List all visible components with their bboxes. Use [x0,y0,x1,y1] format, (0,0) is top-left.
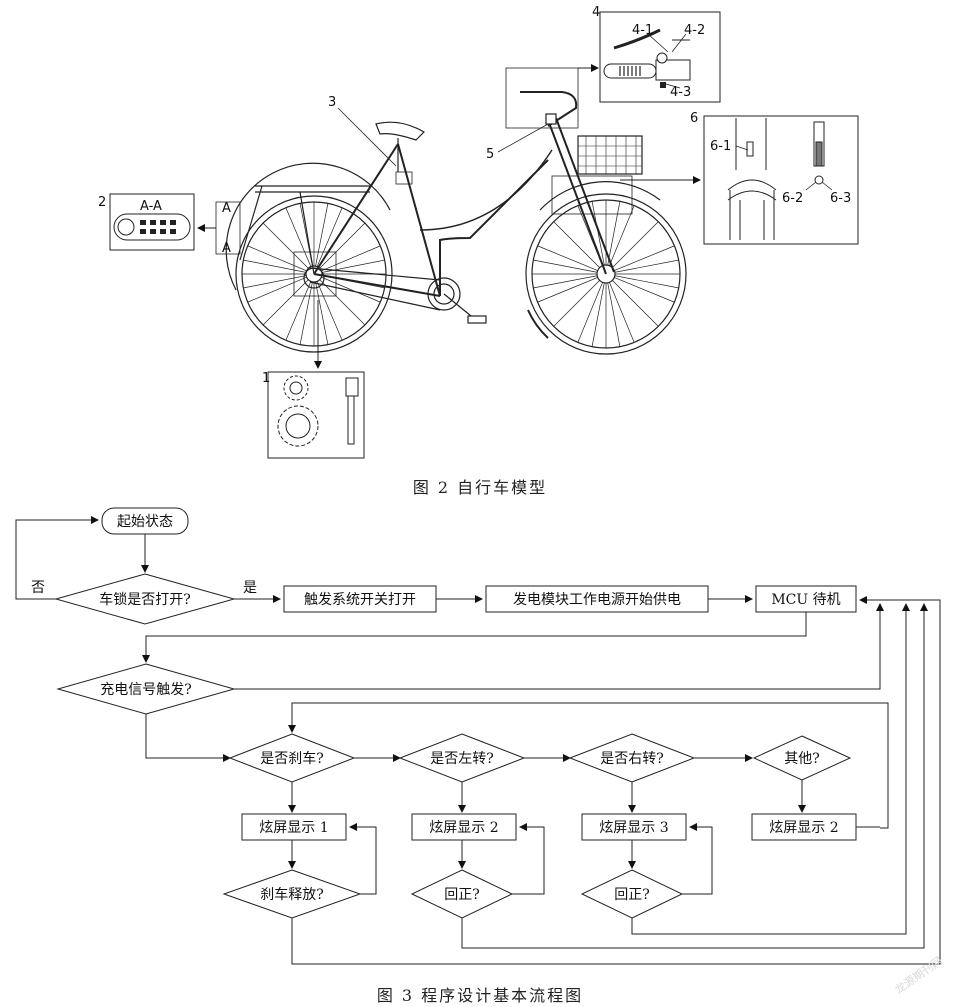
label-mcu: MCU 待机 [771,592,840,608]
label-display-1: 炫屏显示 1 [259,820,328,836]
figure-2-caption: 图 2 自行车模型 [412,478,548,497]
callout-5-label: 5 [486,147,494,162]
label-display-2b: 炫屏显示 2 [769,820,838,836]
callout-4-brake-lever [505,11,721,129]
label-center-right: 回正? [614,887,650,903]
basket [577,135,643,175]
label-charge-signal: 充电信号触发? [100,682,192,698]
flowchart-labels: 起始状态 车锁是否打开? 触发系统开关打开 发电模块工作电源开始供电 MCU 待… [31,514,841,903]
label-center-left: 回正? [444,887,480,903]
callout-6-3-label: 6-3 [830,191,851,206]
callout-2-lock [109,193,216,251]
rear-rack [239,185,370,275]
figure-3-caption: 图 3 程序设计基本流程图 [376,986,584,1005]
callout-6-label: 6 [690,111,698,126]
callout-3-label: 3 [328,95,336,110]
node-display-1 [241,813,347,841]
label-display-2a: 炫屏显示 2 [429,820,498,836]
label-display-3: 炫屏显示 3 [599,820,668,836]
label-brake-release: 刹车释放? [260,886,324,903]
label-power-supply: 发电模块工作电源开始供电 [513,592,681,608]
bicycle-model [215,91,687,355]
label-start: 起始状态 [117,514,173,530]
label-left: 是否左转? [430,751,494,767]
callout-6-2-label: 6-2 [782,191,803,206]
callout-1-gears [267,300,365,459]
callout-4-label: 4 [592,5,600,20]
handlebar [520,91,578,127]
callout-2-label: 2 [98,195,106,210]
saddle [375,121,425,141]
rear-fender [225,162,391,291]
label-brake: 是否刹车? [260,750,324,767]
callout-4-3-label: 4-3 [670,85,691,100]
section-a-bottom-label: A [222,241,231,256]
label-lock-open: 车锁是否打开? [99,591,191,608]
node-display-3 [581,813,687,841]
front-wheel [525,181,687,355]
callout-1-label: 1 [262,371,270,386]
label-other: 其他? [784,751,820,767]
frame [313,117,615,297]
callout-labels: 1 2 3 4 5 6 4-1 4-2 4-3 6-1 6-2 6-3 A-A … [98,5,851,386]
node-trigger-switch [283,585,437,613]
callout-6-fork [620,115,859,245]
chainring [427,277,461,311]
callout-6-1-label: 6-1 [710,139,731,154]
label-right: 是否右转? [600,751,664,767]
section-aa-label: A-A [140,199,162,214]
label-trigger-switch: 触发系统开关打开 [304,591,416,608]
label-yes: 是 [243,580,257,596]
flowchart [15,507,941,965]
section-a-top-label: A [222,201,231,216]
leader-lines [337,33,833,191]
node-display-2a [411,813,517,841]
callout-4-2-label: 4-2 [684,23,705,38]
node-lock-open [54,573,236,625]
callout-4-1-label: 4-1 [632,23,653,38]
label-no: 否 [31,580,45,596]
hub-generator-box [293,251,337,297]
